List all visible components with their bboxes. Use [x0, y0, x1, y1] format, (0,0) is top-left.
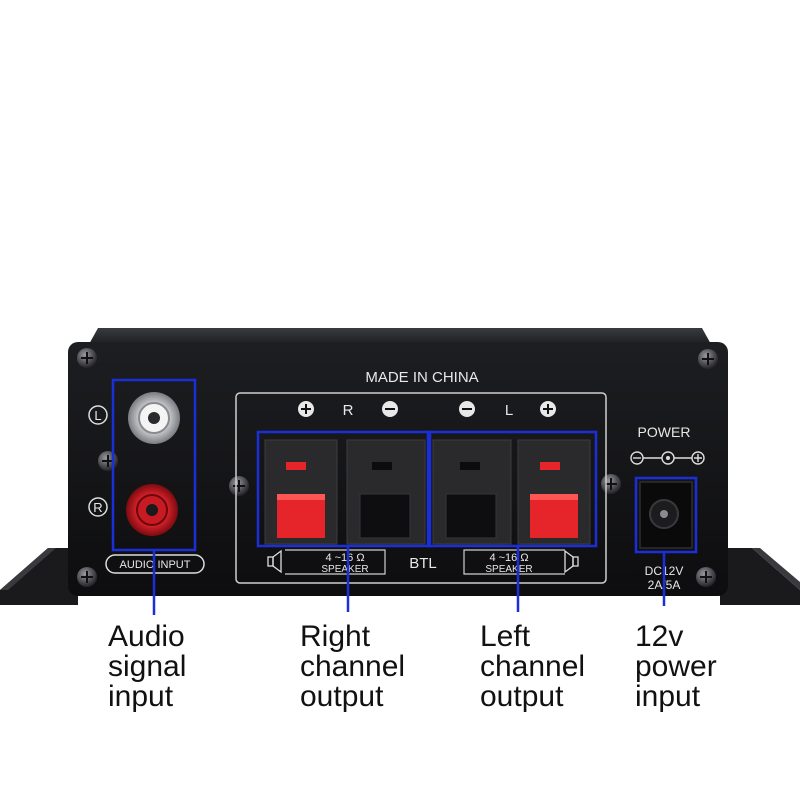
callout-line: input	[635, 680, 701, 713]
callout-line: input	[108, 680, 174, 713]
screw-icon	[601, 474, 621, 494]
left-channel-letter: L	[505, 402, 513, 419]
callout-line: output	[300, 680, 384, 713]
made-in-label: MADE IN CHINA	[365, 369, 478, 386]
screw-icon	[77, 348, 97, 368]
speaker-icon	[564, 549, 579, 574]
callout-line: power	[635, 650, 717, 683]
minus-icon	[459, 401, 475, 417]
right-speaker-label: SPEAKER	[321, 564, 368, 575]
terminal-right-positive[interactable]	[264, 439, 338, 545]
minus-icon	[382, 401, 398, 417]
left-impedance: 4 ~16 Ω	[489, 552, 528, 564]
right-impedance: 4 ~16 Ω	[325, 552, 364, 564]
jack-label-right: R	[93, 500, 102, 515]
chassis-top	[88, 328, 712, 346]
power-input-highlight	[634, 476, 698, 554]
callout-line: signal	[108, 650, 187, 683]
left-speaker-label: SPEAKER	[485, 564, 532, 575]
dc-polarity-icon	[630, 451, 705, 465]
callout-line: Left	[480, 620, 531, 653]
rca-jack-right[interactable]	[126, 484, 178, 536]
callout-left-channel-output: Left channel output	[480, 622, 585, 712]
plus-icon	[298, 401, 314, 417]
right-channel-letter: R	[343, 402, 354, 419]
callout-line: 12v	[635, 620, 684, 653]
callout-line: Audio	[108, 620, 185, 653]
callout-audio-signal-input: Audio signal input	[108, 622, 186, 712]
callout-line: channel	[480, 650, 586, 683]
mounting-foot-left	[0, 548, 78, 605]
dc-power-jack[interactable]	[639, 481, 693, 549]
callout-line: Right	[300, 620, 371, 653]
plus-icon	[540, 401, 556, 417]
screw-icon	[229, 476, 249, 496]
callout-line: channel	[300, 650, 406, 683]
power-label: POWER	[638, 424, 691, 440]
speaker-icon	[267, 549, 282, 574]
mounting-foot-right	[720, 548, 800, 605]
right-output-highlight	[256, 430, 432, 548]
callout-line: output	[480, 680, 564, 713]
left-output-highlight	[426, 430, 598, 548]
terminal-left-negative[interactable]	[432, 439, 512, 545]
screw-icon	[77, 567, 97, 587]
audio-input-highlight	[111, 378, 197, 552]
callout-right-channel-output: Right channel output	[300, 622, 405, 712]
callout-12v-power-input: 12v power input	[635, 622, 717, 712]
screw-icon	[698, 349, 718, 369]
terminal-left-positive[interactable]	[517, 439, 591, 545]
screw-icon	[696, 567, 716, 587]
speaker-panel-frame	[235, 392, 607, 584]
jack-label-left: L	[94, 408, 101, 423]
screw-icon	[98, 451, 118, 471]
rca-jack-left[interactable]	[128, 392, 180, 444]
terminal-right-negative[interactable]	[346, 439, 426, 545]
btl-label: BTL	[409, 555, 437, 572]
